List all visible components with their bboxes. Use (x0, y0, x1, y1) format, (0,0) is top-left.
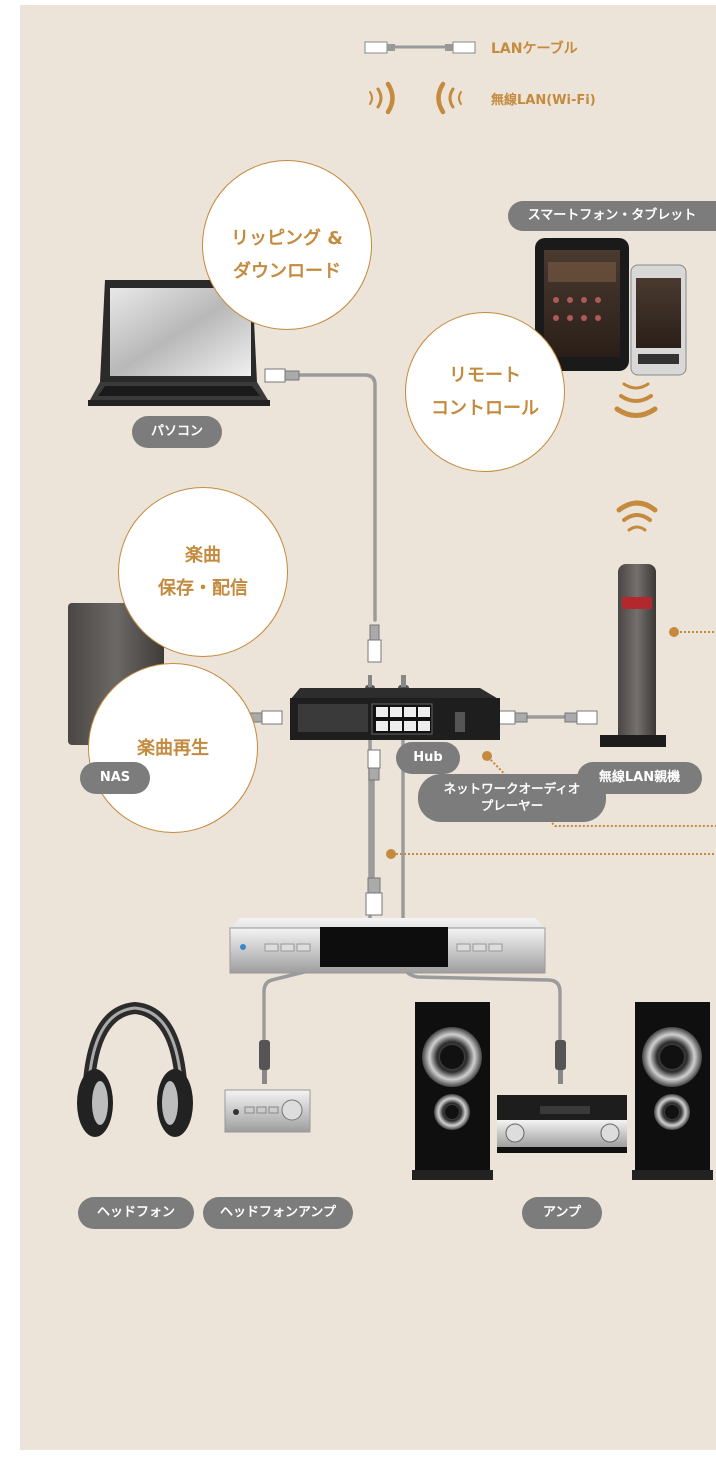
smartphone-icon (630, 264, 687, 376)
router-icon (600, 564, 666, 747)
label-smartphone-tablet: スマートフォン・タブレット (508, 201, 716, 231)
legend-wifi-label: 無線LAN(Wi-Fi) (491, 93, 596, 108)
legend-lan-cable-label: LANケーブル (491, 41, 578, 57)
bubble-rip-download: リッピング & ダウンロード (202, 160, 372, 330)
bubble-remote-line2: コントロール (431, 398, 539, 419)
bubble-remote: リモート コントロール (405, 312, 565, 472)
bubble-rip-download-line2: ダウンロード (233, 261, 341, 282)
label-hub: Hub (396, 742, 460, 774)
bubble-remote-line1: リモート (449, 365, 521, 386)
label-amp: アンプ (522, 1197, 602, 1229)
bubble-rip-download-line1: リッピング & (231, 228, 343, 249)
lan-cable-icon (364, 41, 476, 54)
network-player-icon (229, 918, 546, 974)
headphones-icon (77, 1001, 193, 1137)
bubble-storage: 楽曲 保存・配信 (118, 487, 288, 657)
label-headphones: ヘッドフォン (78, 1197, 194, 1229)
speaker-icon (412, 1002, 493, 1180)
speaker-icon (632, 1002, 713, 1180)
label-headphone-amp: ヘッドフォンアンプ (203, 1197, 353, 1229)
tablet-icon (535, 238, 629, 371)
label-network-player: ネットワークオーディオ プレーヤー (418, 774, 606, 822)
wifi-icon-router (616, 500, 658, 532)
wifi-icon (369, 81, 462, 115)
label-pc: パソコン (132, 416, 222, 448)
bubble-storage-line2: 保存・配信 (158, 578, 248, 599)
bubble-storage-line1: 楽曲 (185, 545, 221, 566)
bubble-playback: 楽曲再生 (88, 663, 258, 833)
label-nas: NAS (80, 762, 150, 794)
bubble-playback-line1: 楽曲再生 (137, 737, 209, 759)
headphone-amp-icon (224, 1089, 311, 1133)
wifi-icon-phone (614, 382, 658, 418)
dotted-line-endpoints (386, 627, 679, 859)
hub-icon (290, 688, 500, 740)
amp-icon (497, 1095, 627, 1153)
